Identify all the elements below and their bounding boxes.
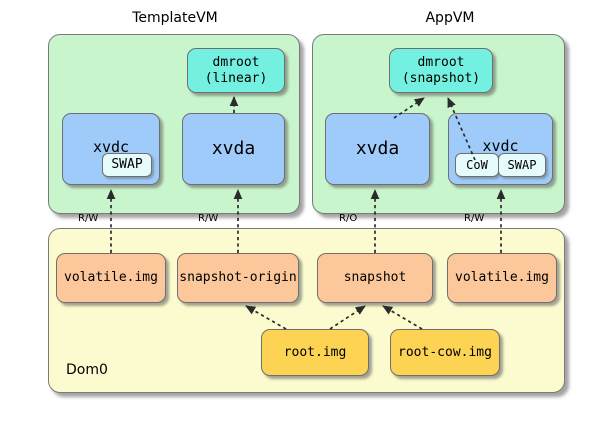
appvm-xvda-node[interactable]: xvda — [325, 113, 430, 185]
dom0-root-img-node[interactable]: root.img — [261, 329, 369, 376]
dom0-root-cow-img-node[interactable]: root-cow.img — [390, 329, 500, 376]
dom0-root-cow-img-label: root-cow.img — [398, 344, 492, 360]
appvm-dmroot-line1: dmroot — [417, 55, 465, 71]
access-label-template-xvdc: R/W — [78, 213, 99, 224]
templatevm-swap-box[interactable]: SWAP — [102, 153, 152, 177]
templatevm-xvdc-label: xvdc — [92, 138, 130, 157]
access-label-template-xvda: R/W — [198, 213, 219, 224]
appvm-swap-box[interactable]: SWAP — [498, 153, 546, 177]
dom0-volatile-app-label: volatile.img — [455, 270, 549, 286]
appvm-dmroot-line2: (snapshot) — [401, 70, 481, 86]
appvm-dmroot-node[interactable]: dmroot (snapshot) — [389, 48, 493, 93]
appvm-cow-box[interactable]: CoW — [455, 153, 499, 177]
dom0-volatile-app-node[interactable]: volatile.img — [447, 253, 557, 303]
dom0-snapshot-origin-label: snapshot-origin — [179, 270, 297, 286]
access-label-app-xvdc: R/W — [464, 213, 485, 224]
templatevm-xvda-label: xvda — [211, 138, 256, 160]
appvm-xvda-label: xvda — [355, 138, 400, 160]
dom0-root-img-label: root.img — [283, 344, 347, 360]
templatevm-title: TemplateVM — [132, 10, 218, 26]
appvm-xvdc-node[interactable]: xvdc CoW SWAP — [448, 113, 553, 185]
templatevm-dmroot-line1: dmroot — [212, 55, 260, 71]
dom0-snapshot-origin-node[interactable]: snapshot-origin — [177, 253, 299, 303]
dom0-volatile-template-node[interactable]: volatile.img — [56, 253, 166, 303]
templatevm-xvdc-node[interactable]: xvdc SWAP — [62, 113, 160, 185]
templatevm-xvda-node[interactable]: xvda — [182, 113, 285, 185]
templatevm-dmroot-node[interactable]: dmroot (linear) — [187, 48, 285, 93]
templatevm-dmroot-line2: (linear) — [204, 70, 268, 86]
appvm-xvdc-label: xvdc — [482, 137, 519, 156]
appvm-title: AppVM — [425, 10, 475, 26]
dom0-volatile-template-label: volatile.img — [64, 270, 158, 286]
dom0-snapshot-label: snapshot — [343, 270, 407, 286]
access-label-app-xvda: R/O — [339, 213, 358, 224]
dom0-snapshot-node[interactable]: snapshot — [317, 253, 433, 303]
dom0-label: Dom0 — [66, 362, 108, 378]
